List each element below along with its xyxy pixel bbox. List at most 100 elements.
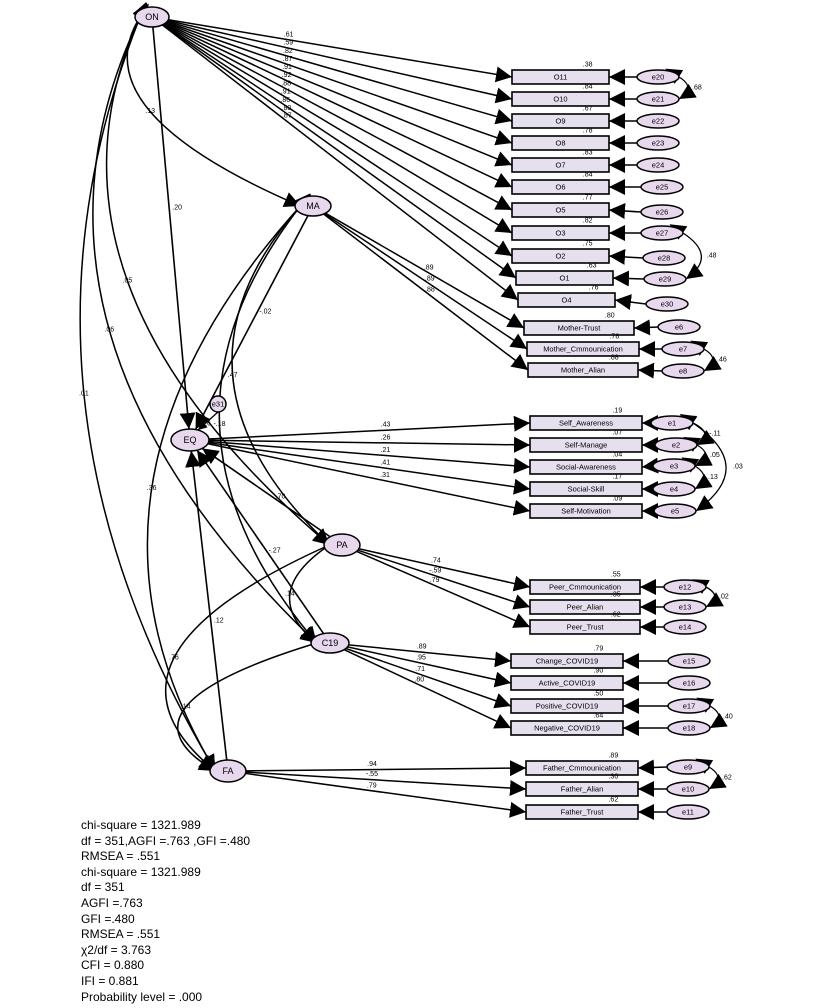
latent-eq [170, 428, 210, 452]
observed-box [511, 202, 610, 218]
covariance-arc [218, 193, 318, 644]
fit-line: df = 351,AGFI =.763 ,GFI =.480 [81, 833, 251, 848]
r2-value: .62 [611, 612, 621, 619]
path-coefficient: -.02 [259, 308, 271, 315]
loading-value: .21 [381, 447, 391, 454]
observed-label: Peer_Cmmounication [549, 583, 621, 592]
latent-fa [209, 759, 247, 783]
loading-arrow [164, 22, 513, 188]
loading-arrow [324, 213, 528, 350]
covariance-value: .36 [147, 485, 157, 492]
observed-box [511, 91, 610, 107]
r2-value: .89 [608, 753, 618, 760]
error-covariance-value: .40 [723, 714, 733, 721]
loading-arrow [325, 212, 525, 329]
loading-value: -.59 [429, 567, 441, 574]
error-covariance-arc [692, 579, 724, 608]
r2-value: .04 [612, 452, 622, 459]
latent-pa [323, 533, 361, 557]
loading-value: .80 [414, 676, 424, 683]
observed-label: Change_COVID19 [536, 657, 599, 666]
observed-box [511, 69, 610, 85]
error-label: e11 [682, 808, 694, 817]
observed-label: O9 [555, 117, 565, 126]
error-covariance-value: .13 [708, 474, 718, 481]
error-node [652, 481, 696, 497]
covariance-value: .47 [228, 372, 238, 379]
observed-box [510, 675, 624, 691]
fit-line: RMSEA = .551 [81, 927, 161, 942]
error-covariance-value: .62 [722, 775, 732, 782]
observed-label: O8 [555, 139, 565, 148]
error-arrow [637, 759, 668, 776]
loading-arrow [356, 550, 531, 628]
fit-line: df = 351 [81, 880, 125, 895]
observed-box [511, 248, 610, 264]
latent-label: MA [306, 201, 320, 211]
loading-arrow [357, 549, 531, 610]
latent-ma [294, 195, 332, 217]
error-label: e9 [684, 763, 692, 772]
loading-arrow [163, 23, 513, 234]
observed-label: Peer_Trust [567, 623, 605, 632]
observed-label: Mother_Alian [561, 366, 605, 375]
error-node [636, 91, 680, 107]
error-node [666, 759, 710, 775]
loading-value: .82 [283, 48, 293, 55]
loading-value: .88 [425, 287, 435, 294]
error-label: e10 [682, 785, 695, 794]
loading-value: .92 [282, 72, 292, 79]
error-node [663, 579, 707, 595]
r2-value: .09 [612, 496, 622, 503]
error-node [663, 619, 707, 635]
observed-label: Negative_COVID19 [534, 724, 600, 733]
error-label: e5 [671, 507, 679, 516]
error-covariance-arc [669, 224, 704, 280]
loading-arrow [167, 19, 513, 104]
covariance-value: .01 [79, 391, 89, 398]
disturbance-label: e31 [212, 400, 225, 409]
observed-box [510, 720, 624, 736]
observed-label: O11 [554, 73, 568, 82]
loading-value: .41 [380, 460, 390, 467]
r2-value: .82 [583, 218, 593, 225]
fit-line: GFI =.480 [81, 911, 135, 926]
observed-label: Father_Trust [561, 808, 605, 817]
r2-value: .78 [609, 334, 619, 341]
observed-box [525, 760, 639, 776]
path-coefficient: .20 [172, 204, 182, 211]
error-node [636, 135, 680, 151]
fit-line: chi-square = 1321.989 [81, 864, 201, 879]
error-label: e25 [656, 183, 669, 192]
observed-label: Mother-Trust [558, 324, 602, 333]
observed-box [510, 698, 624, 714]
observed-label: Social-Awareness [556, 463, 616, 472]
loading-arrow [347, 646, 512, 688]
covariance-value: .06 [104, 327, 114, 334]
loading-value: .80 [282, 105, 292, 112]
loading-value: .79 [367, 782, 377, 789]
node-layer [134, 6, 711, 820]
r2-value: .78 [583, 128, 593, 135]
loading-value: .89 [425, 276, 435, 283]
fit-line: chi-square = 1321.989 [81, 818, 201, 832]
observed-label: Self-Motivation [561, 507, 611, 516]
covariance-arc [146, 194, 312, 772]
r2-value: .84 [583, 84, 593, 91]
error-label: e6 [675, 323, 683, 332]
loading-arrow [245, 760, 527, 777]
observed-box [523, 320, 635, 336]
error-node [666, 804, 710, 820]
error-node [636, 157, 680, 173]
observed-box [511, 135, 610, 151]
loading-value: .87 [282, 113, 292, 120]
fit-line: CFI = 0.880 [81, 958, 145, 973]
observed-label: O2 [555, 252, 565, 261]
r2-value: .88 [609, 355, 619, 362]
error-arrow [608, 203, 642, 219]
error-covariance-value: .46 [717, 357, 727, 364]
observed-label: Mother_Cmmounication [543, 345, 623, 354]
error-label: e12 [679, 583, 692, 592]
observed-box [510, 653, 624, 669]
error-label: e13 [679, 603, 692, 612]
